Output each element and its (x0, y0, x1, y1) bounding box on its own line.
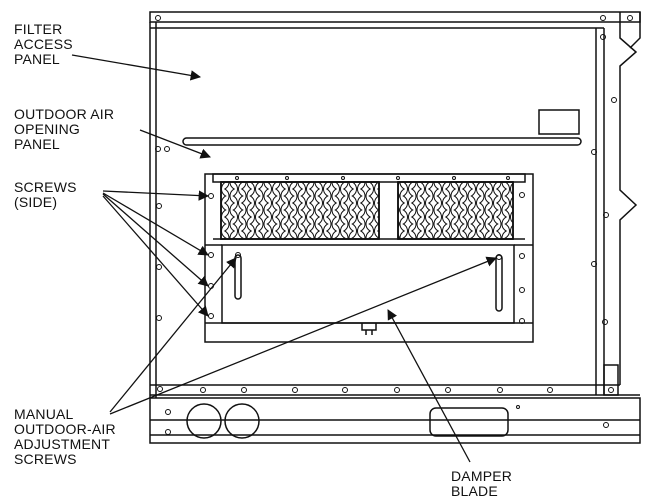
label-manual-outdoor-air-adjustment-screws: MANUAL OUTDOOR-AIR ADJUSTMENT SCREWS (14, 406, 116, 467)
label-outdoor-air-opening-panel: OUTDOOR AIR OPENING PANEL (14, 106, 115, 152)
filter-access-arrow (71, 54, 202, 81)
screws-side-arrow-2 (102, 192, 209, 256)
outdoor-air-hood (204, 173, 534, 343)
adjustment-screw-arrow-right (109, 256, 497, 415)
damper-blade-arrow (387, 309, 471, 463)
adjustment-screw-arrow-left (109, 257, 237, 413)
screws-side-arrow-3 (102, 193, 209, 287)
unit-cabinet (149, 11, 641, 444)
screws-side-arrow-4 (102, 195, 209, 317)
outdoor-air-opening-arrow (139, 129, 211, 159)
label-filter-access-panel: FILTER ACCESS PANEL (14, 21, 73, 67)
hood-screws (208, 176, 525, 324)
cabinet-screws (155, 15, 633, 435)
label-screws-side: SCREWS (SIDE) (14, 179, 77, 210)
screws-side-arrow-1 (102, 190, 210, 201)
leader-lines (71, 54, 497, 463)
label-damper-blade: DAMPER BLADE (451, 468, 513, 499)
